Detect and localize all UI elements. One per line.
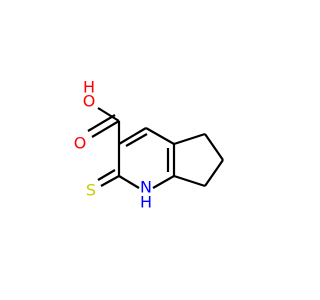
bond-c2-s-a xyxy=(100,175,120,187)
ring-nitrogen-hydrogen-label: H xyxy=(140,193,152,212)
bond-c2-s-b xyxy=(97,169,116,181)
structure-diagram: H O O S N H xyxy=(74,78,224,212)
ring-nitrogen-label: N xyxy=(140,178,152,197)
atom-labels: H O O S N H xyxy=(74,78,152,212)
bond-c7a-n1 xyxy=(152,175,175,189)
molecule-canvas: H O O S N H xyxy=(73,77,224,212)
bond-carboxyl-oh xyxy=(97,107,120,122)
bond-carboxyl-o-double-a xyxy=(91,120,120,138)
hydroxyl-oxygen-label: O xyxy=(83,92,96,111)
bond-c4a-c5 xyxy=(173,132,206,146)
bonds xyxy=(87,107,224,189)
carbonyl-oxygen-label: O xyxy=(74,134,87,153)
thione-sulfur-label: S xyxy=(86,181,96,200)
bond-c7-c7a xyxy=(173,174,206,188)
bond-n1-c2 xyxy=(118,175,140,189)
bond-c5-c6 xyxy=(204,133,224,161)
bond-carboxyl-o-double-b xyxy=(87,114,116,132)
bond-c6-c7 xyxy=(204,159,224,187)
bond-c3-c4 xyxy=(118,127,147,145)
bond-c3-c4-inner xyxy=(125,133,148,147)
bond-c4-c4a xyxy=(145,127,175,145)
hydroxyl-hydrogen-label: H xyxy=(83,78,95,97)
